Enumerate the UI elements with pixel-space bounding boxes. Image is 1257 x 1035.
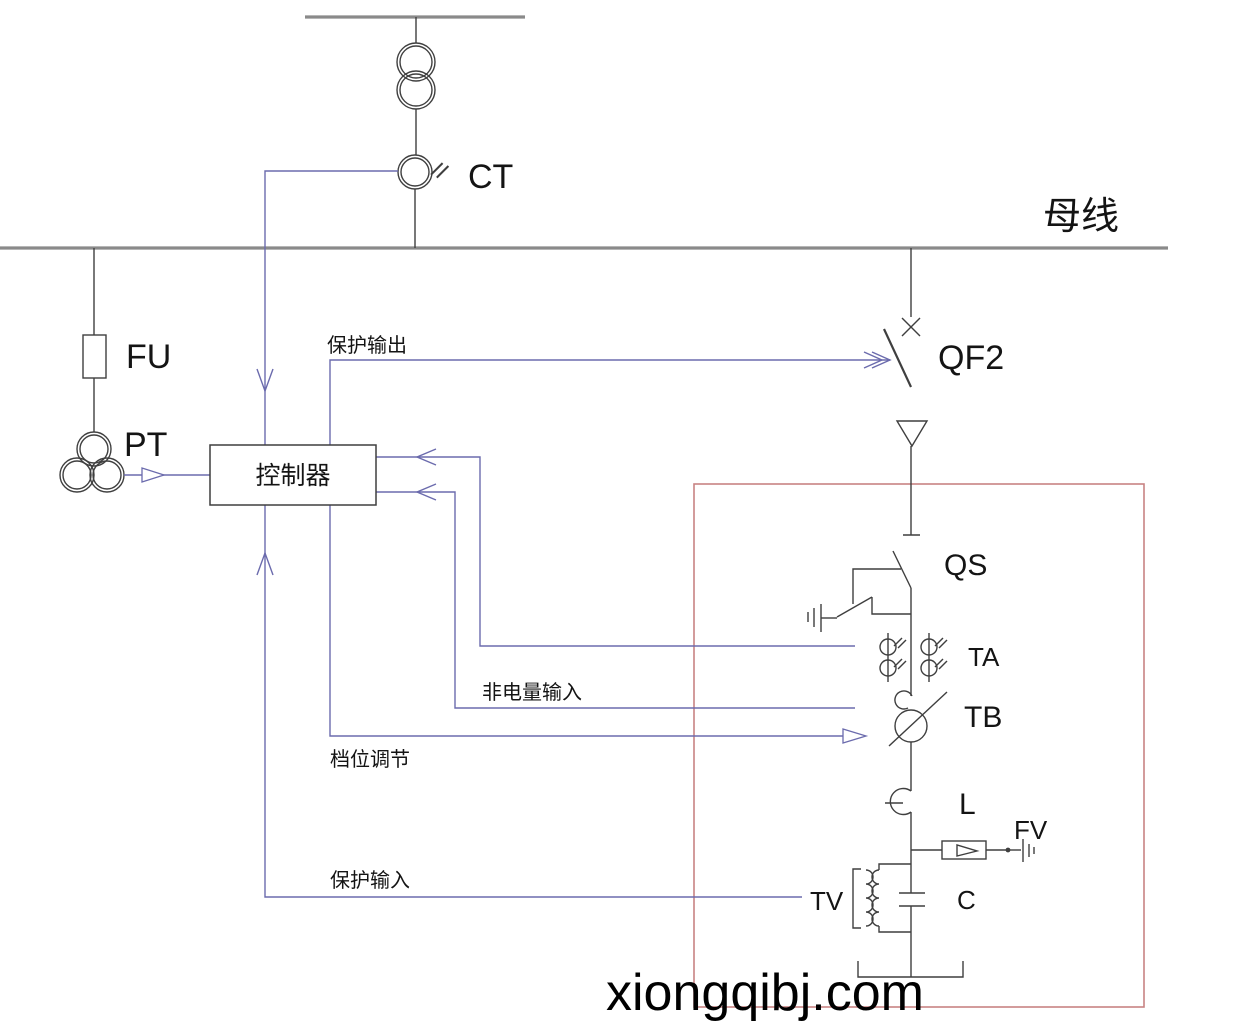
pt-symbol bbox=[59, 431, 125, 493]
watermark: xiongqibj.com bbox=[606, 964, 924, 1022]
protection-output-label: 保护输出 bbox=[327, 334, 407, 357]
ta-signal-wire bbox=[376, 448, 855, 647]
c-symbol bbox=[899, 892, 925, 977]
ct-symbol bbox=[397, 154, 450, 248]
tv-label: TV bbox=[810, 886, 844, 916]
controller-label: 控制器 bbox=[255, 462, 330, 490]
non-electric-input-wire bbox=[376, 483, 855, 709]
tb-symbol bbox=[888, 690, 948, 791]
ground-bracket bbox=[857, 961, 964, 978]
qs-symbol bbox=[807, 534, 920, 696]
ct-label: CT bbox=[468, 158, 513, 196]
fu-label: FU bbox=[126, 338, 171, 376]
fv-label: FV bbox=[1014, 815, 1048, 845]
protection-input-label: 保护输入 bbox=[330, 869, 410, 892]
busbar-label: 母线 bbox=[1043, 196, 1119, 238]
fu-symbol bbox=[82, 248, 107, 432]
protection-input-wire bbox=[256, 505, 802, 898]
non-electric-input-label: 非电量输入 bbox=[482, 681, 582, 704]
qs-label: QS bbox=[944, 549, 987, 582]
tv-symbol bbox=[852, 863, 911, 933]
c-label: C bbox=[957, 885, 976, 915]
ct-signal-wire bbox=[256, 170, 398, 445]
protection-output-wire bbox=[329, 351, 892, 445]
tap-adjustment-wire bbox=[329, 505, 869, 744]
pt-label: PT bbox=[124, 426, 167, 464]
pt-signal-wire bbox=[124, 467, 210, 483]
highlight-box bbox=[693, 483, 1145, 1008]
controller-box bbox=[209, 444, 377, 506]
qf2-label: QF2 bbox=[938, 339, 1004, 377]
tap-adjustment-label: 档位调节 bbox=[330, 748, 410, 771]
transformer-symbol bbox=[396, 17, 436, 155]
fv-symbol bbox=[911, 839, 1035, 862]
earth-symbol bbox=[807, 604, 822, 632]
ta-label: TA bbox=[968, 642, 1000, 672]
tb-label: TB bbox=[964, 701, 1002, 734]
ta-symbol bbox=[879, 633, 948, 682]
qf2-symbol bbox=[883, 248, 929, 535]
l-label: L bbox=[959, 788, 976, 821]
l-symbol bbox=[885, 787, 912, 893]
